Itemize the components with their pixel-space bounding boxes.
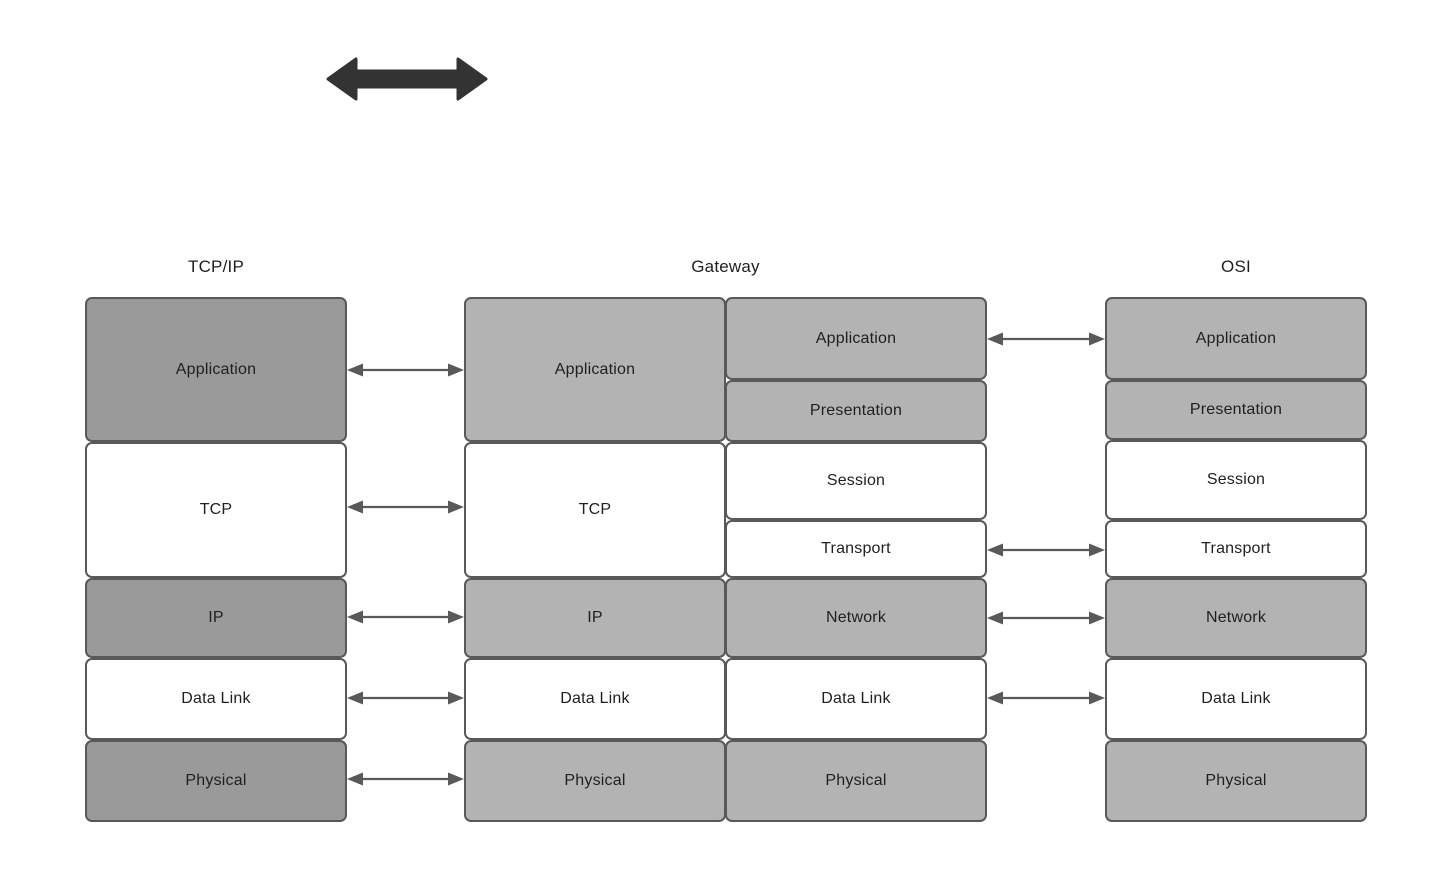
osi-layer-presentation[interactable]: Presentation [1105,380,1367,440]
connector-arrow-gateway-osi-transport [987,541,1105,559]
osi-layer-network[interactable]: Network [1105,578,1367,658]
osi-layer-transport[interactable]: Transport [1105,520,1367,578]
osi-layer-application[interactable]: Application [1105,297,1367,380]
gateway-right-layer-physical[interactable]: Physical [725,740,987,822]
connector-arrow-gateway-osi-application [987,330,1105,348]
tcpip-layer-tcp[interactable]: TCP [85,442,347,578]
gateway-right-layer-transport[interactable]: Transport [725,520,987,578]
osi-layer-data-link[interactable]: Data Link [1105,658,1367,740]
connector-arrow-tcpip-gateway-physical [347,770,464,788]
tcpip-layer-application[interactable]: Application [85,297,347,442]
gateway-left-layer-data-link[interactable]: Data Link [464,658,726,740]
column-title-gateway: Gateway [691,257,760,276]
gateway-right-layer-presentation[interactable]: Presentation [725,380,987,442]
gateway-left-layer-ip[interactable]: IP [464,578,726,658]
tcpip-layer-data-link[interactable]: Data Link [85,658,347,740]
gateway-right-layer-session[interactable]: Session [725,442,987,520]
connector-arrow-tcpip-gateway-data-link [347,689,464,707]
tcpip-layer-physical[interactable]: Physical [85,740,347,822]
connector-arrow-tcpip-gateway-ip [347,608,464,626]
gateway-left-layer-application[interactable]: Application [464,297,726,442]
connector-arrow-gateway-osi-network [987,609,1105,627]
gateway-right-layer-network[interactable]: Network [725,578,987,658]
gateway-left-layer-physical[interactable]: Physical [464,740,726,822]
osi-layer-session[interactable]: Session [1105,440,1367,520]
gateway-right-layer-application[interactable]: Application [725,297,987,380]
connector-arrow-tcpip-gateway-application [347,361,464,379]
double-headed-arrow-icon [326,55,488,103]
osi-layer-physical[interactable]: Physical [1105,740,1367,822]
column-title-osi: OSI [1221,257,1251,276]
gateway-right-layer-data-link[interactable]: Data Link [725,658,987,740]
connector-arrow-gateway-osi-data-link [987,689,1105,707]
column-title-tcpip: TCP/IP [188,257,244,276]
gateway-left-layer-tcp[interactable]: TCP [464,442,726,578]
tcpip-layer-ip[interactable]: IP [85,578,347,658]
connector-arrow-tcpip-gateway-tcp [347,498,464,516]
